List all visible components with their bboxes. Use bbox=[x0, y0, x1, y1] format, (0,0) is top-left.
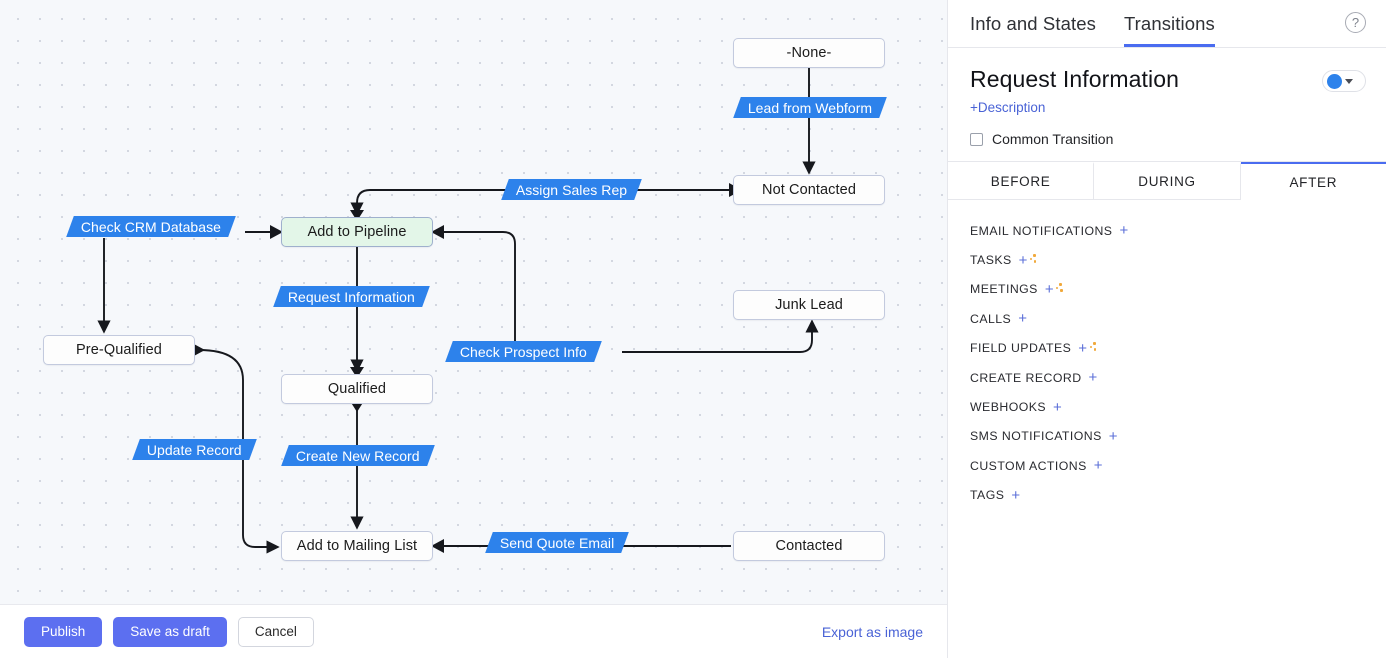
action-item-meetings[interactable]: MEETINGS + bbox=[970, 275, 1364, 304]
state-node-pre_qualified[interactable]: Pre-Qualified bbox=[43, 335, 195, 365]
transition-label-text: Check Prospect Info bbox=[460, 343, 588, 360]
state-node-qualified[interactable]: Qualified bbox=[281, 374, 433, 404]
add-icon[interactable]: + bbox=[1119, 222, 1129, 240]
export-as-image-link[interactable]: Export as image bbox=[821, 623, 923, 640]
state-node-junk_lead[interactable]: Junk Lead bbox=[733, 290, 885, 320]
add-icon[interactable]: + bbox=[1018, 251, 1028, 269]
transition-label-text: Assign Sales Rep bbox=[516, 181, 628, 198]
state-node-add_pipeline[interactable]: Add to Pipeline bbox=[281, 217, 433, 247]
action-list: EMAIL NOTIFICATIONS+TASKS+MEETINGS+CALLS… bbox=[948, 200, 1386, 658]
transition-label-create_new_record[interactable]: Create New Record bbox=[281, 445, 435, 466]
action-item-webhooks[interactable]: WEBHOOKS + bbox=[970, 392, 1364, 421]
transition-label-text: Lead from Webform bbox=[748, 99, 873, 116]
state-node-mailing_list[interactable]: Add to Mailing List bbox=[281, 531, 433, 561]
tab-transitions[interactable]: Transitions bbox=[1123, 13, 1215, 47]
common-transition-label: Common Transition bbox=[992, 131, 1114, 147]
page-title: Request Information bbox=[970, 66, 1180, 92]
transition-label-text: Update Record bbox=[147, 441, 242, 458]
transition-label-text: Send Quote Email bbox=[500, 534, 615, 551]
transition-label-text: Request Information bbox=[288, 288, 416, 305]
action-item-label: SMS NOTIFICATIONS bbox=[970, 429, 1102, 444]
publish-button[interactable]: Publish bbox=[24, 616, 103, 647]
action-item-label: CUSTOM ACTIONS bbox=[970, 458, 1087, 473]
action-item-label: TASKS bbox=[970, 253, 1012, 268]
action-item-create_record[interactable]: CREATE RECORD + bbox=[970, 363, 1364, 392]
connection-handles bbox=[192, 183, 742, 553]
add-icon[interactable]: + bbox=[1044, 280, 1055, 298]
add-description-link[interactable]: +Description bbox=[970, 100, 1046, 115]
action-item-label: CALLS bbox=[970, 311, 1012, 326]
transition-label-lead_webform[interactable]: Lead from Webform bbox=[733, 97, 888, 118]
action-item-label: EMAIL NOTIFICATIONS bbox=[970, 223, 1113, 238]
chevron-down-icon bbox=[1345, 78, 1353, 84]
transition-label-text: Check CRM Database bbox=[81, 218, 222, 235]
add-icon[interactable]: + bbox=[1011, 486, 1021, 504]
sparkle-icon bbox=[1089, 342, 1100, 354]
sparkle-icon bbox=[1029, 254, 1040, 266]
action-item-tasks[interactable]: TASKS + bbox=[970, 245, 1364, 274]
action-item-field_updates[interactable]: FIELD UPDATES + bbox=[970, 334, 1364, 363]
transition-label-request_info[interactable]: Request Information bbox=[273, 286, 430, 307]
stage-tab-during[interactable]: DURING bbox=[1094, 162, 1241, 199]
state-color-dropdown[interactable] bbox=[1322, 70, 1366, 92]
add-icon[interactable]: + bbox=[1078, 339, 1088, 357]
cancel-button[interactable]: Cancel bbox=[237, 616, 314, 647]
common-transition-checkbox[interactable] bbox=[970, 132, 983, 146]
add-icon[interactable]: + bbox=[1093, 457, 1103, 475]
common-transition-row: Common Transition bbox=[970, 131, 1364, 147]
action-item-label: TAGS bbox=[970, 488, 1005, 503]
help-icon[interactable]: ? bbox=[1345, 12, 1366, 33]
stage-tab-after[interactable]: AFTER bbox=[1240, 162, 1386, 201]
action-item-tags[interactable]: TAGS + bbox=[970, 481, 1364, 510]
transition-label-check_crm[interactable]: Check CRM Database bbox=[66, 216, 237, 237]
add-icon[interactable]: + bbox=[1018, 310, 1028, 328]
panel-tab-bar: Info and States Transitions ? bbox=[948, 0, 1386, 48]
state-node-none[interactable]: -None- bbox=[733, 38, 885, 68]
state-node-not_contacted[interactable]: Not Contacted bbox=[733, 175, 885, 205]
action-item-label: MEETINGS bbox=[970, 282, 1038, 297]
transition-label-text: Create New Record bbox=[296, 447, 420, 464]
action-item-sms_notifications[interactable]: SMS NOTIFICATIONS + bbox=[970, 422, 1364, 451]
action-item-calls[interactable]: CALLS + bbox=[970, 304, 1364, 333]
add-icon[interactable]: + bbox=[1088, 369, 1098, 387]
add-icon[interactable]: + bbox=[1108, 427, 1118, 445]
action-item-label: FIELD UPDATES bbox=[970, 341, 1072, 356]
stage-tab-bar: BEFORE DURING AFTER bbox=[948, 162, 1386, 201]
transition-label-send_quote_email[interactable]: Send Quote Email bbox=[485, 532, 630, 553]
transition-label-update_record[interactable]: Update Record bbox=[132, 439, 257, 460]
action-item-label: CREATE RECORD bbox=[970, 370, 1082, 385]
add-icon[interactable]: + bbox=[1053, 398, 1063, 416]
sparkle-icon bbox=[1056, 283, 1066, 295]
tab-info-and-states[interactable]: Info and States bbox=[970, 13, 1096, 34]
action-item-custom_actions[interactable]: CUSTOM ACTIONS + bbox=[970, 451, 1364, 480]
state-node-contacted[interactable]: Contacted bbox=[733, 531, 885, 561]
action-item-email_notifications[interactable]: EMAIL NOTIFICATIONS + bbox=[970, 216, 1364, 245]
transition-panel: Info and States Transitions ? Request In… bbox=[947, 0, 1386, 658]
panel-header: Request Information +Description Common … bbox=[948, 48, 1386, 162]
state-color-dot bbox=[1327, 73, 1342, 89]
action-item-label: WEBHOOKS bbox=[970, 400, 1047, 415]
editor-footer: Publish Save as draft Cancel Export as i… bbox=[0, 604, 947, 658]
save-as-draft-button[interactable]: Save as draft bbox=[113, 616, 227, 647]
stage-tab-before[interactable]: BEFORE bbox=[948, 162, 1095, 199]
transition-label-check_prospect[interactable]: Check Prospect Info bbox=[445, 341, 602, 362]
transition-label-assign_sales_rep[interactable]: Assign Sales Rep bbox=[501, 179, 643, 200]
